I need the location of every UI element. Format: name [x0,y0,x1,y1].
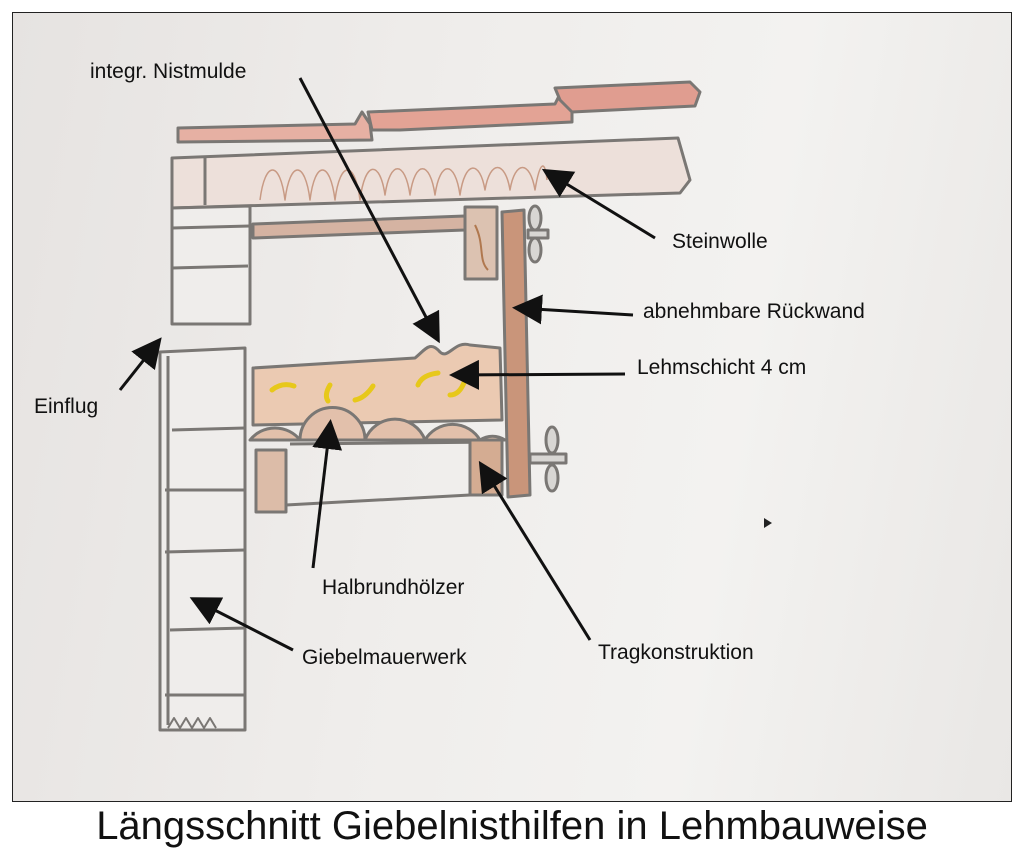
label-einflug: Einflug [34,395,99,418]
label-halbrund: Halbrundhölzer [322,576,465,599]
lower-right-block [468,438,504,497]
label-rueckwand: abnehmbare Rückwand [643,300,865,323]
clay-layer [251,342,504,427]
insulation-board [170,136,692,210]
arrow-giebel [189,597,294,652]
roof-tile-3 [553,80,702,114]
label-trag: Tragkonstruktion [598,641,754,664]
nest-ceiling [251,214,467,240]
arrow-einflug [118,337,162,391]
small-triangle-mark [764,518,772,528]
lower-wall [158,346,247,732]
label-lehmschicht: Lehmschicht 4 cm [637,356,807,379]
arrow-lehmschicht [449,359,626,390]
wing-nut-lower-icon [528,425,568,493]
lower-left-block [254,448,288,514]
label-giebel: Giebelmauerwerk [302,646,467,669]
arrow-nistmulde [298,77,440,344]
page-title: Längsschnitt Giebelnisthilfen in Lehmbau… [96,804,928,848]
arrow-rueckwand [512,294,634,325]
arrow-steinwolle [541,168,656,240]
label-nistmulde: integr. Nistmulde [90,60,247,83]
roof-tile-1 [176,110,374,144]
upper-support-block [463,205,499,281]
back-wall [500,208,532,499]
wing-nut-upper-icon [526,204,550,264]
roof-tile-2 [366,92,574,132]
upper-wall [170,204,252,326]
label-steinwolle: Steinwolle [672,230,768,253]
arrow-trag [478,460,592,641]
arrow-halbrund [311,419,343,569]
steinwolle-squiggle [259,165,548,201]
